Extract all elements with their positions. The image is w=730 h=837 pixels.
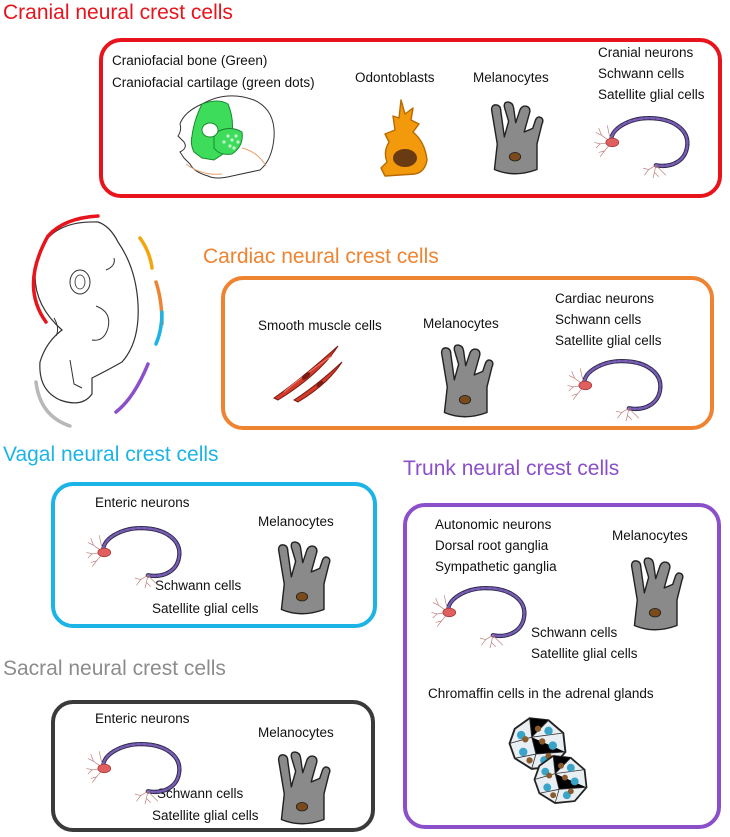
cranial-title: Cranial neural crest cells bbox=[3, 1, 233, 24]
trunk-schwann-label: Schwann cells bbox=[531, 625, 618, 640]
cranial-satellite-label: Satellite glial cells bbox=[598, 87, 705, 102]
trunk-melanocyte-illustration bbox=[630, 557, 684, 631]
vagal-neuron-illustration bbox=[85, 522, 185, 590]
vagal-schwann-label: Schwann cells bbox=[155, 578, 242, 593]
sacral-satellite-label: Satellite glial cells bbox=[152, 808, 259, 823]
sacral-schwann-label: Schwann cells bbox=[157, 786, 244, 801]
cardiac-melanocytes-label: Melanocytes bbox=[423, 316, 499, 331]
skull-illustration bbox=[177, 95, 275, 179]
cranial-melanocyte-illustration bbox=[490, 101, 544, 175]
trunk-title: Trunk neural crest cells bbox=[403, 457, 620, 480]
cranial-bone-label: Craniofacial bone (Green) bbox=[112, 53, 268, 68]
vagal-satellite-label: Satellite glial cells bbox=[152, 601, 259, 616]
trunk-drg-label: Dorsal root ganglia bbox=[435, 538, 549, 553]
chromaffin-cluster-bottom bbox=[533, 755, 588, 804]
vagal-melanocyte-illustration bbox=[277, 541, 331, 615]
cranial-cartilage-label: Craniofacial cartilage (green dots) bbox=[112, 75, 315, 90]
odontoblasts-label: Odontoblasts bbox=[355, 70, 435, 85]
sacral-title: Sacral neural crest cells bbox=[3, 657, 226, 680]
sacral-melanocyte-illustration bbox=[277, 751, 331, 825]
trunk-satellite-label: Satellite glial cells bbox=[531, 646, 638, 661]
cranial-schwann-label: Schwann cells bbox=[598, 66, 685, 81]
cardiac-melanocyte-illustration bbox=[440, 344, 494, 418]
cranial-neuron-illustration bbox=[593, 112, 693, 180]
smooth-muscle-label: Smooth muscle cells bbox=[258, 318, 382, 333]
vagal-enteric-label: Enteric neurons bbox=[95, 495, 190, 510]
vagal-box bbox=[51, 482, 377, 628]
cranial-box bbox=[99, 38, 722, 198]
embryo-illustration bbox=[31, 214, 164, 428]
cranial-neurons-label: Cranial neurons bbox=[598, 45, 694, 60]
trunk-box bbox=[403, 503, 721, 829]
trunk-sympathetic-label: Sympathetic ganglia bbox=[435, 559, 557, 574]
cardiac-neuron-illustration bbox=[566, 355, 666, 423]
sacral-enteric-label: Enteric neurons bbox=[95, 711, 190, 726]
trunk-autonomic-label: Autonomic neurons bbox=[435, 517, 552, 532]
sacral-melanocytes-label: Melanocytes bbox=[258, 725, 334, 740]
cardiac-title: Cardiac neural crest cells bbox=[203, 245, 439, 268]
trunk-neuron-illustration bbox=[430, 582, 530, 650]
cardiac-neurons-label: Cardiac neurons bbox=[555, 291, 655, 306]
sacral-neuron-illustration bbox=[85, 738, 185, 806]
vagal-title: Vagal neural crest cells bbox=[3, 443, 219, 466]
vagal-melanocytes-label: Melanocytes bbox=[258, 514, 334, 529]
smooth-muscle-illustration bbox=[273, 345, 343, 403]
cranial-melanocytes-label: Melanocytes bbox=[473, 70, 549, 85]
chromaffin-label: Chromaffin cells in the adrenal glands bbox=[428, 686, 654, 701]
odontoblast-illustration bbox=[380, 99, 428, 177]
cardiac-schwann-label: Schwann cells bbox=[555, 312, 642, 327]
cardiac-box bbox=[221, 276, 714, 430]
sacral-box bbox=[51, 700, 375, 832]
cardiac-satellite-label: Satellite glial cells bbox=[555, 333, 662, 348]
trunk-melanocytes-label: Melanocytes bbox=[612, 528, 688, 543]
